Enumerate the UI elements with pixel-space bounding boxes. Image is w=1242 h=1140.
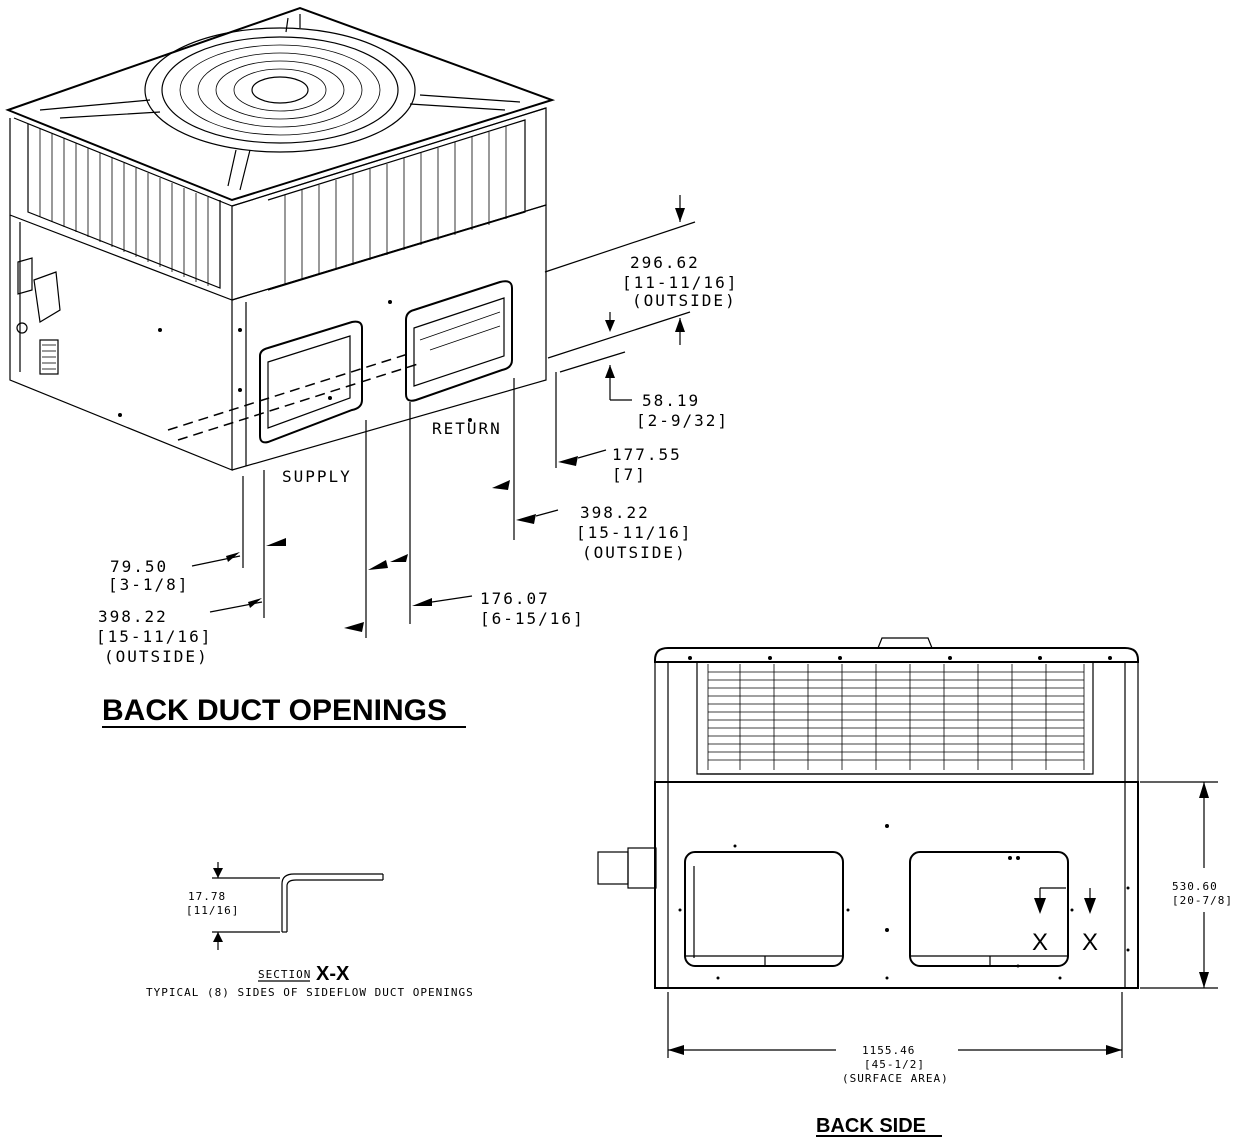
dim-1-value: 296.62 [630, 253, 700, 272]
back-width-note: (SURFACE AREA) [842, 1072, 949, 1085]
iso-unit-drawing [5, 6, 556, 471]
dim-4-note: (OUTSIDE) [582, 543, 687, 562]
dim-3-inch: [7] [612, 465, 647, 484]
dim-5-value: 79.50 [110, 557, 168, 576]
dim-1-note: (OUTSIDE) [632, 291, 737, 310]
section-xx-profile [212, 862, 384, 950]
dim-4-value: 398.22 [580, 503, 650, 522]
dim-3-value: 177.55 [612, 445, 682, 464]
back-height-value: 530.60 [1172, 880, 1218, 893]
section-dim-inch: [11/16] [186, 904, 239, 917]
supply-label: SUPPLY [282, 467, 352, 486]
dim-1-inch: [11-11/16] [622, 273, 738, 292]
return-label: RETURN [432, 419, 502, 438]
section-cut-mark-left: X [1032, 929, 1048, 956]
dim-2-value: 58.19 [642, 391, 700, 410]
back-width-inch: [45-1/2] [864, 1058, 925, 1071]
dim-6-value: 398.22 [98, 607, 168, 626]
section-dim-value: 17.78 [188, 890, 226, 903]
section-title-mark: X-X [316, 963, 350, 985]
dim-4-inch: [15-11/16] [576, 523, 692, 542]
dim-7-value: 176.07 [480, 589, 550, 608]
back-duct-openings-title: BACK DUCT OPENINGS [102, 694, 447, 727]
back-side-elevation [597, 637, 1218, 1058]
section-title-prefix: SECTION [258, 968, 311, 981]
dim-7-inch: [6-15/16] [480, 609, 585, 628]
dim-2-inch: [2-9/32] [636, 411, 729, 430]
iso-dimension-lines [191, 195, 696, 638]
section-caption: TYPICAL (8) SIDES OF SIDEFLOW DUCT OPENI… [146, 986, 474, 999]
back-side-title: BACK SIDE [816, 1115, 926, 1137]
back-width-value: 1155.46 [862, 1044, 915, 1057]
dim-6-note: (OUTSIDE) [104, 647, 209, 666]
section-cut-mark-right: X [1082, 929, 1098, 956]
dim-6-inch: [15-11/16] [96, 627, 212, 646]
back-height-inch: [20-7/8] [1172, 894, 1233, 907]
dim-5-inch: [3-1/8] [108, 575, 189, 594]
